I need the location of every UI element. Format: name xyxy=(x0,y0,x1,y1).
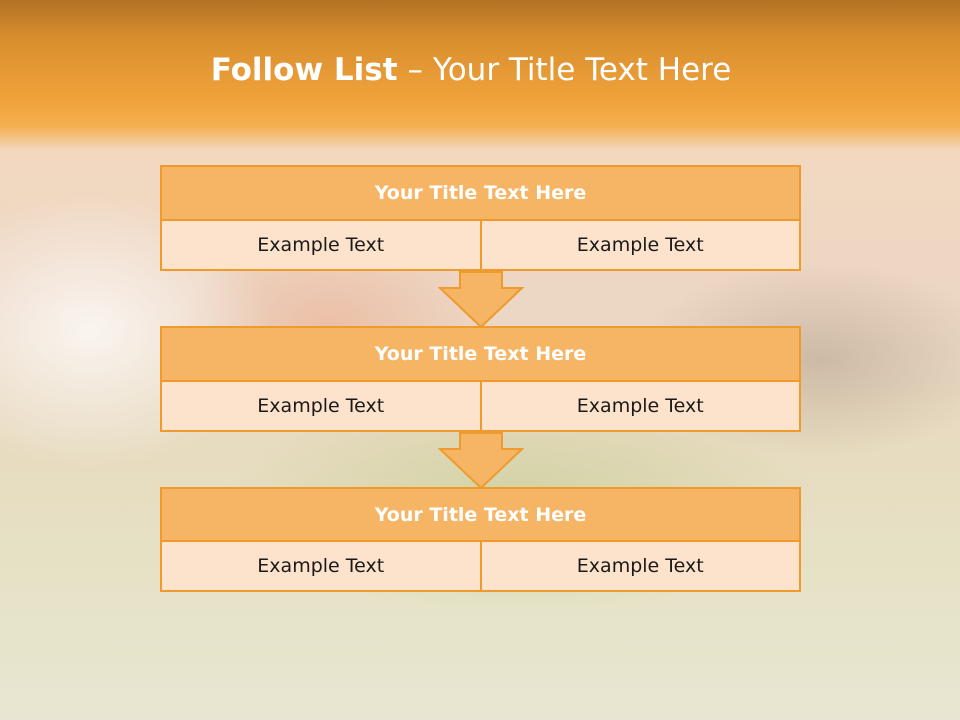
step-cell-left: Example Text xyxy=(160,221,482,271)
slide-title: Follow List– Your Title Text Here xyxy=(0,52,942,88)
slide-title-rest: – Your Title Text Here xyxy=(407,52,732,88)
down-arrow-icon xyxy=(438,432,524,490)
step-block-1: Your Title Text Here Example Text Exampl… xyxy=(160,165,801,271)
step-title: Your Title Text Here xyxy=(160,487,801,542)
step-title: Your Title Text Here xyxy=(160,326,801,382)
step-block-3: Your Title Text Here Example Text Exampl… xyxy=(160,487,801,592)
step-title: Your Title Text Here xyxy=(160,165,801,221)
step-row: Example Text Example Text xyxy=(160,382,801,432)
step-block-2: Your Title Text Here Example Text Exampl… xyxy=(160,326,801,432)
down-arrow-icon xyxy=(438,271,524,329)
header-band xyxy=(0,0,960,150)
step-row: Example Text Example Text xyxy=(160,221,801,271)
step-cell-right: Example Text xyxy=(481,542,801,592)
step-row: Example Text Example Text xyxy=(160,542,801,592)
slide-title-bold: Follow List xyxy=(210,52,398,88)
step-cell-left: Example Text xyxy=(160,542,482,592)
step-cell-right: Example Text xyxy=(481,221,801,271)
step-cell-left: Example Text xyxy=(160,382,482,432)
step-cell-right: Example Text xyxy=(481,382,801,432)
